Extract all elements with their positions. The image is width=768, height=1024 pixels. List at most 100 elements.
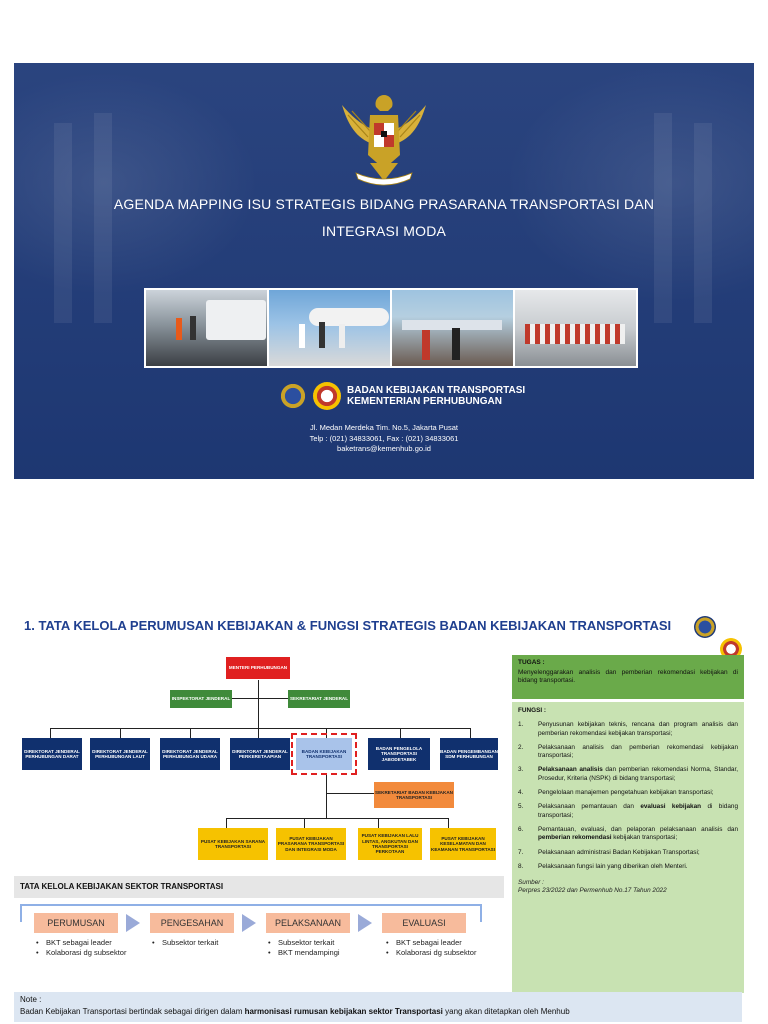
- note-box: Note : Badan Kebijakan Transportasi bert…: [14, 992, 742, 1022]
- fungsi-item-number: 7.: [518, 848, 524, 856]
- photo-bus-terminal: [146, 290, 267, 366]
- step-evaluasi-bullets: BKT sebagai leader Kolaborasi dg subsekt…: [386, 938, 486, 958]
- photo-airport-visit: [269, 290, 390, 366]
- org-line: [448, 818, 450, 828]
- fungsi-text-bold: Pelaksanaan analisis: [538, 766, 603, 774]
- org-line: [326, 774, 328, 818]
- address-phone: Telp : (021) 34833061, Fax : (021) 34833…: [309, 433, 459, 443]
- bullet-item: Subsektor terkait: [268, 938, 378, 948]
- background-column: [694, 123, 712, 323]
- fungsi-item-text: Pemantauan, evaluasi, dan pelaporan pela…: [538, 826, 738, 843]
- fungsi-text-part: Pemantauan, evaluasi, dan pelaporan pela…: [538, 825, 738, 833]
- tugas-heading: TUGAS :: [518, 659, 545, 666]
- fungsi-text-part: Pelaksanaan fungsi lain yang diberikan o…: [538, 862, 688, 870]
- address-email: baketrans@kemenhub.go.id: [337, 444, 431, 453]
- fungsi-item: 4. Pengelolaan manajemen pengetahuan kebi…: [518, 789, 738, 797]
- org-line: [304, 818, 306, 828]
- fungsi-text-part: Penyusunan kebijakan teknis, rencana dan…: [538, 721, 738, 737]
- org-box-pusat-llaj: PUSAT KEBIJAKAN LALU LINTAS, ANGKUTAN DA…: [358, 828, 422, 860]
- org-line: [226, 818, 448, 820]
- photo-port-visit: [392, 290, 513, 366]
- fungsi-item-text: Pelaksanaan fungsi lain yang diberikan o…: [538, 863, 688, 871]
- fungsi-item-number: 4.: [518, 789, 524, 797]
- org-box-ditjen-darat: DIREKTORAT JENDERAL PERHUBUNGAN DARAT: [22, 738, 82, 770]
- fungsi-list: 1. Penyusunan kebijakan teknis, rencana d…: [518, 721, 738, 871]
- fungsi-text-part: Pelaksanaan administrasi Badan Kebijakan…: [538, 848, 700, 856]
- org-line: [226, 818, 228, 828]
- bullet-item: Kolaborasi dg subsektor: [36, 948, 136, 958]
- fungsi-item-number: 8.: [518, 862, 524, 870]
- fungsi-item-text: Pelaksanaan analisis dan pemberian rekom…: [538, 744, 738, 761]
- process-loop-line: [20, 904, 482, 922]
- bullet-item: BKT mendampingi: [268, 948, 378, 958]
- fungsi-text-part: Pengelolaan manajemen pengetahuan kebija…: [538, 789, 714, 797]
- arrow-right-icon: [242, 914, 256, 932]
- tata-kelola-title: TATA KELOLA KEBIJAKAN SEKTOR TRANSPORTAS…: [14, 876, 504, 898]
- org-box-pusat-keselamatan: PUSAT KEBIJAKAN KESELAMATAN DAN KEAMANAN…: [430, 828, 496, 860]
- fungsi-heading: FUNGSI :: [518, 707, 547, 714]
- note-text-pre: Badan Kebijakan Transportasi bertindak s…: [20, 1007, 245, 1016]
- org-line: [120, 728, 122, 738]
- org-box-sekjen: SEKRETARIAT JENDERAL: [288, 690, 350, 708]
- org-name-line2: KEMENTERIAN PERHUBUNGAN: [347, 396, 503, 407]
- fungsi-item-text: Pengelolaan manajemen pengetahuan kebija…: [538, 789, 714, 797]
- fungsi-item-number: 6.: [518, 825, 524, 833]
- fungsi-item-number: 2.: [518, 743, 524, 751]
- fungsi-panel: FUNGSI : 1. Penyusunan kebijakan teknis, …: [512, 702, 744, 993]
- bkt-emblem-icon: [720, 638, 742, 660]
- org-line: [258, 680, 260, 754]
- bkt-highlight-frame: [291, 733, 357, 775]
- fungsi-text-part: Pelaksanaan analisis dan pemberian rekom…: [538, 743, 738, 760]
- fungsi-item: 2. Pelaksanaan analisis dan pemberian rek…: [518, 744, 738, 761]
- kemenhub-emblem-icon: [694, 616, 716, 638]
- bullet-item: BKT sebagai leader: [386, 938, 486, 948]
- org-box-pusat-sarana: PUSAT KEBIJAKAN SARANA TRANSPORTASI: [198, 828, 268, 860]
- fungsi-item: 6. Pemantauan, evaluasi, dan pelaporan pe…: [518, 826, 738, 843]
- note-text-post: yang akan ditetapkan oleh Menhub: [442, 1007, 570, 1016]
- org-box-menteri: MENTERI PERHUBUNGAN: [226, 657, 290, 679]
- org-name-line1: BADAN KEBIJAKAN TRANSPORTASI: [347, 385, 526, 396]
- step-pengesahan: PENGESAHAN: [150, 913, 234, 933]
- org-name: BADAN KEBIJAKAN TRANSPORTASI KEMENTERIAN…: [347, 385, 525, 407]
- slide2-title: 1. TATA KELOLA PERUMUSAN KEBIJAKAN & FUN…: [24, 618, 672, 633]
- org-box-ditjen-udara: DIREKTORAT JENDERAL PERHUBUNGAN UDARA: [160, 738, 220, 770]
- step-pelaksanaan: PELAKSANAAN: [266, 913, 350, 933]
- fungsi-item-text: Pelaksanaan analisis dan pemberian rekom…: [538, 766, 738, 783]
- bullet-item: BKT sebagai leader: [36, 938, 136, 948]
- fungsi-text-part: dan pemberian rekomendasi Norma, Standar…: [538, 766, 738, 782]
- org-line: [378, 818, 380, 828]
- garuda-pancasila-emblem: [342, 95, 426, 186]
- fungsi-text-part: kebijakan transportasi;: [611, 834, 678, 842]
- step-perumusan: PERUMUSAN: [34, 913, 118, 933]
- fungsi-item-number: 3.: [518, 766, 524, 774]
- fungsi-item-text: Penyusunan kebijakan teknis, rencana dan…: [538, 721, 738, 738]
- kemenhub-emblem-icon: [279, 382, 307, 410]
- fungsi-source: Sumber : Perpres 23/2022 dan Permenhub N…: [518, 879, 738, 896]
- org-line: [400, 728, 402, 738]
- fungsi-item-text: Pelaksanaan pemantauan dan evaluasi kebi…: [538, 803, 738, 820]
- fungsi-item-number: 1.: [518, 721, 524, 729]
- step-evaluasi: EVALUASI: [382, 913, 466, 933]
- org-line: [232, 698, 288, 700]
- photo-group-at-port: [515, 290, 636, 366]
- note-text-bold: harmonisasi rumusan kebijakan sektor Tra…: [244, 1007, 443, 1016]
- address-street: Jl. Medan Merdeka Tim. No.5, Jakarta Pus…: [310, 423, 458, 432]
- cover-title: AGENDA MAPPING ISU STRATEGIS BIDANG PRAS…: [113, 196, 655, 239]
- source-label: Sumber :: [518, 879, 544, 887]
- tugas-panel: TUGAS : Menyelenggarakan analisis dan pe…: [512, 655, 744, 699]
- cover-slide: AGENDA MAPPING ISU STRATEGIS BIDANG PRAS…: [14, 63, 754, 479]
- fungsi-text-bold: evaluasi kebijakan: [640, 803, 702, 811]
- org-box-pusat-prasarana: PUSAT KEBIJAKAN PRASARANA TRANSPORTASI D…: [276, 828, 346, 860]
- org-box-sekretariat-bkt: SEKRETARIAT BADAN KEBIJAKAN TRANSPORTASI: [374, 782, 454, 808]
- cover-logos: BADAN KEBIJAKAN TRANSPORTASI KEMENTERIAN…: [279, 379, 525, 413]
- org-line: [470, 728, 472, 738]
- fungsi-item-text: Pelaksanaan administrasi Badan Kebijakan…: [538, 849, 700, 857]
- org-line: [190, 728, 192, 738]
- bullet-item: Subsektor terkait: [152, 938, 252, 948]
- fungsi-item: 8. Pelaksanaan fungsi lain yang diberikan…: [518, 863, 738, 871]
- fungsi-text-part: di bidang transportasi;: [538, 803, 738, 819]
- step-pengesahan-bullets: Subsektor terkait: [152, 938, 252, 948]
- background-column: [654, 113, 672, 323]
- fungsi-item-number: 5.: [518, 803, 524, 811]
- note-text: Badan Kebijakan Transportasi bertindak s…: [20, 1006, 736, 1018]
